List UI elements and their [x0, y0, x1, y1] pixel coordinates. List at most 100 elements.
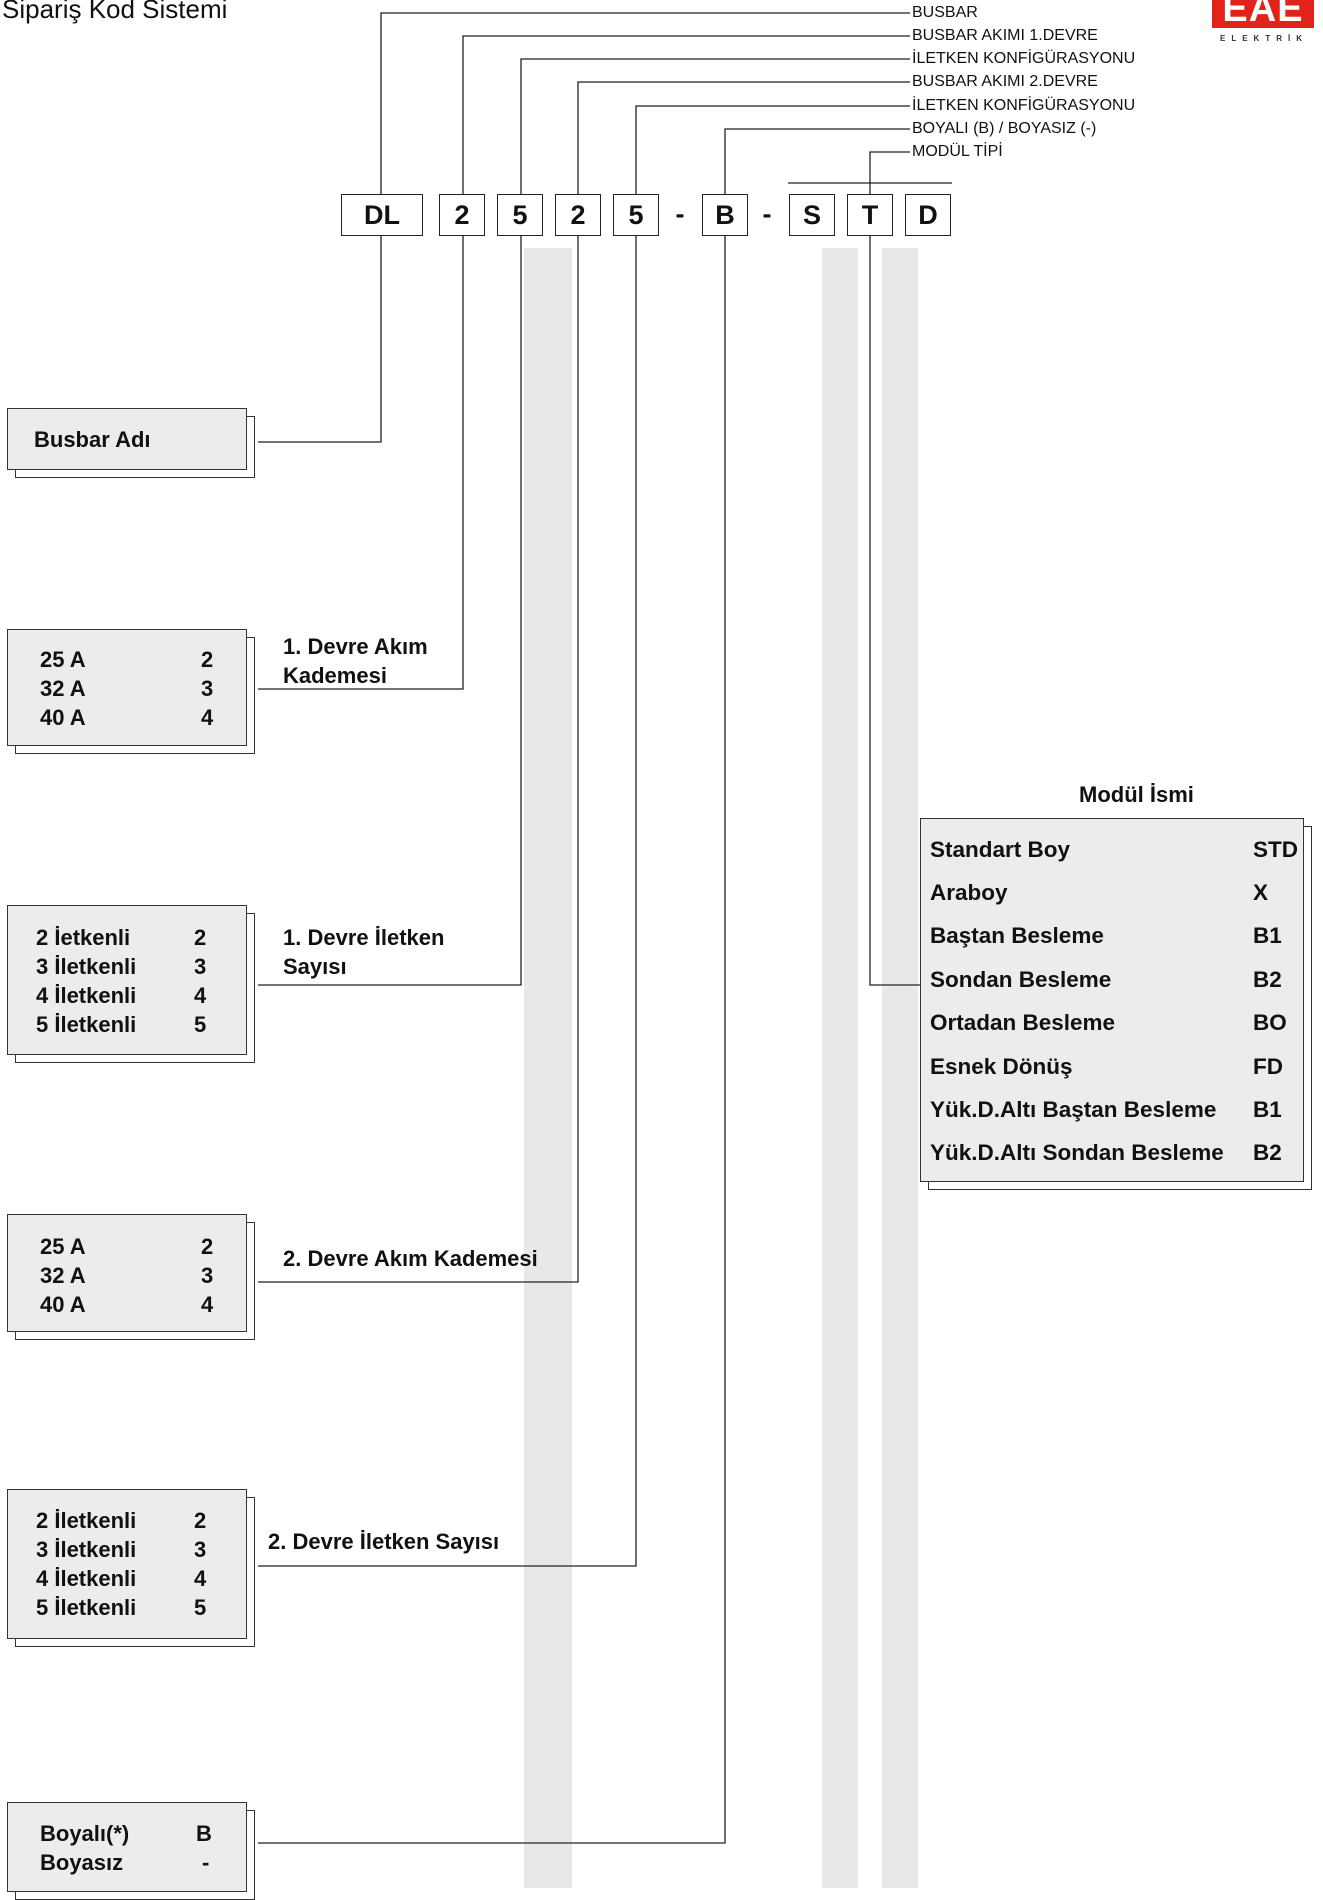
- wire-circuit2-current: [258, 236, 579, 1283]
- option-code: 3: [201, 1263, 214, 1288]
- option-code: 2: [194, 1508, 207, 1533]
- option-name: Boyasız: [40, 1850, 124, 1875]
- option-name: 2 İletkenli: [36, 1508, 137, 1533]
- code-segment-module-2: T: [847, 194, 893, 236]
- highlight-band-iletken-1: [524, 248, 572, 1888]
- highlight-band-modul-1: [822, 248, 858, 1888]
- code-segment-module-3: D: [905, 194, 951, 236]
- option-name: 5 İletkenli: [36, 1595, 137, 1620]
- module-option-code: BO: [1253, 1010, 1287, 1035]
- circuit1-current-card: 25 A 2 32 A 3 40 A 4: [7, 629, 247, 746]
- option-name: 2 İetkenli: [36, 925, 131, 950]
- leader-iletken-konfig-1: [520, 58, 910, 194]
- module-option-code: FD: [1253, 1054, 1283, 1079]
- module-option-name: Baştan Besleme: [930, 923, 1104, 948]
- code-segment-module-1: S: [789, 194, 835, 236]
- page-title: Sipariş Kod Sistemi: [2, 0, 228, 24]
- code-separator: -: [762, 199, 772, 229]
- module-card: Standart Boy STD Araboy X Baştan Besleme…: [920, 818, 1304, 1182]
- option-code: 3: [194, 954, 207, 979]
- option-code: 5: [194, 1595, 207, 1620]
- header-label-busbar-akimi-1: BUSBAR AKIMI 1.DEVRE: [912, 27, 1098, 44]
- brand-logo: EAE: [1212, 0, 1314, 30]
- option-name: 3 İletkenli: [36, 954, 137, 979]
- option-name: 5 İletkenli: [36, 1012, 137, 1037]
- header-label-busbar: BUSBAR: [912, 4, 978, 21]
- header-label-busbar-akimi-2: BUSBAR AKIMI 2.DEVRE: [912, 73, 1098, 90]
- leader-busbar: [380, 12, 910, 194]
- module-option-code: B2: [1253, 967, 1282, 992]
- module-option-name: Yük.D.Altı Sondan Besleme: [930, 1140, 1224, 1165]
- module-option-name: Yük.D.Altı Baştan Besleme: [930, 1097, 1217, 1122]
- module-option-name: Sondan Besleme: [930, 967, 1112, 992]
- busbar-name-label: Busbar Adı: [34, 427, 151, 452]
- circuit2-current-label: 2. Devre Akım Kademesi: [283, 1246, 538, 1271]
- brand-logo-subtitle: ELEKTRİK: [1220, 34, 1308, 43]
- option-name: 40 A: [40, 705, 86, 730]
- header-label-iletken-konfig-1: İLETKEN KONFİGÜRASYONU: [912, 50, 1136, 67]
- paint-card: Boyalı(*) B Boyasız -: [7, 1802, 247, 1892]
- code-segment-conductors-1: 5: [497, 194, 543, 236]
- circuit1-current-label: 1. Devre Akım: [283, 634, 428, 659]
- option-name: Boyalı(*): [40, 1821, 130, 1846]
- option-code: 4: [194, 983, 207, 1008]
- option-code: 3: [194, 1537, 207, 1562]
- code-separator: -: [675, 199, 685, 229]
- module-option-code: X: [1253, 880, 1269, 905]
- code-segment-busbar: DL: [341, 194, 423, 236]
- option-code: 3: [201, 676, 214, 701]
- option-code: 2: [201, 1234, 214, 1259]
- module-option-code: B2: [1253, 1140, 1282, 1165]
- option-code: 2: [201, 647, 214, 672]
- code-segment-conductors-2: 5: [613, 194, 659, 236]
- module-title: Modül İsmi: [1079, 782, 1194, 807]
- option-name: 4 İletkenli: [36, 1566, 137, 1591]
- option-code: 5: [194, 1012, 207, 1037]
- option-name: 32 A: [40, 676, 86, 701]
- leader-busbar-akimi-1: [462, 35, 910, 194]
- leader-boyali: [724, 128, 910, 194]
- header-label-modul-tipi: MODÜL TİPİ: [912, 143, 1003, 160]
- busbar-name-card: Busbar Adı: [7, 408, 247, 470]
- module-option-name: Esnek Dönüş: [930, 1054, 1073, 1079]
- option-code: B: [196, 1821, 212, 1846]
- option-code: 2: [194, 925, 207, 950]
- code-segment-paint: B: [702, 194, 748, 236]
- circuit1-conductors-card: 2 İetkenli 2 3 İletkenli 3 4 İletkenli 4…: [7, 905, 247, 1055]
- wire-circuit2-conductors: [258, 236, 637, 1567]
- option-name: 3 İletkenli: [36, 1537, 137, 1562]
- module-option-name: Standart Boy: [930, 837, 1071, 862]
- header-label-iletken-konfig-2: İLETKEN KONFİGÜRASYONU: [912, 97, 1136, 114]
- option-name: 25 A: [40, 1234, 86, 1259]
- module-option-code: STD: [1253, 837, 1298, 862]
- module-option-name: Ortadan Besleme: [930, 1010, 1116, 1035]
- option-name: 40 A: [40, 1292, 86, 1317]
- module-option-code: B1: [1253, 1097, 1282, 1122]
- module-option-code: B1: [1253, 923, 1282, 948]
- circuit1-current-label: Kademesi: [283, 663, 387, 688]
- highlight-band-modul-2: [882, 248, 918, 1888]
- wire-paint: [258, 236, 726, 1844]
- leader-busbar-akimi-2: [577, 81, 910, 194]
- code-segment-current-2: 2: [555, 194, 601, 236]
- header-label-boyali: BOYALI (B) / BOYASIZ (-): [912, 120, 1097, 137]
- wire-circuit1-current: [258, 236, 464, 690]
- option-name: 4 İletkenli: [36, 983, 137, 1008]
- leader-iletken-konfig-2: [635, 105, 910, 194]
- option-code: 4: [201, 1292, 214, 1317]
- circuit2-conductors-label: 2. Devre İletken Sayısı: [268, 1529, 500, 1554]
- circuit1-conductors-label: Sayısı: [283, 954, 347, 979]
- option-code: -: [202, 1850, 210, 1875]
- wire-busbar-adi: [258, 236, 382, 443]
- option-code: 4: [194, 1566, 207, 1591]
- code-segment-current-1: 2: [439, 194, 485, 236]
- circuit1-conductors-label: 1. Devre İletken: [283, 925, 445, 950]
- wire-module: [869, 236, 920, 986]
- option-code: 4: [201, 705, 214, 730]
- circuit2-conductors-card: 2 İletkenli 2 3 İletkenli 3 4 İletkenli …: [7, 1489, 247, 1639]
- wire-circuit1-conductors: [258, 236, 522, 986]
- leader-modul-tipi: [869, 151, 910, 194]
- circuit2-current-card: 25 A 2 32 A 3 40 A 4: [7, 1214, 247, 1332]
- module-option-name: Araboy: [930, 880, 1008, 905]
